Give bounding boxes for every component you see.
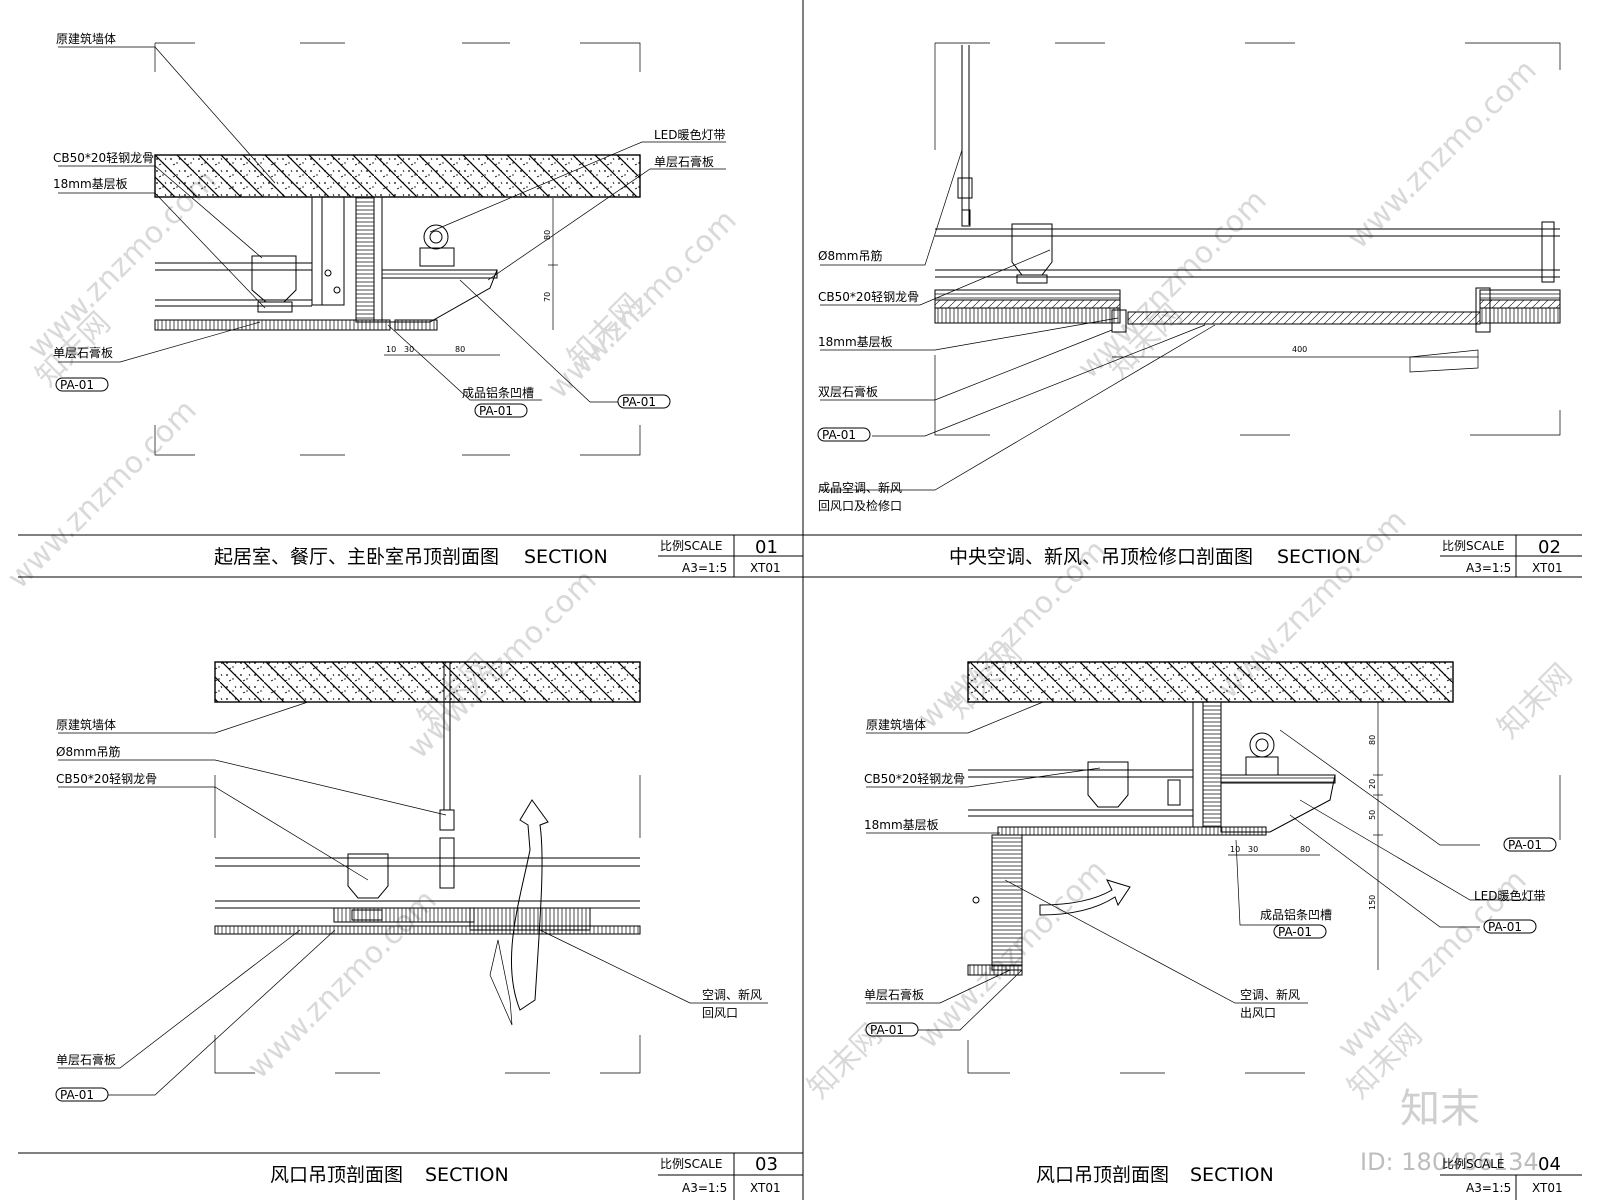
watermark-site: www.znzmo.com: [541, 203, 744, 406]
title-block-3: 风口吊顶剖面图 SECTION 比例SCALE A3=1:5 03 XT01: [270, 1154, 781, 1195]
panel-4-sheet: XT01: [1532, 1181, 1563, 1195]
dim-p2-a: 400: [1292, 345, 1307, 354]
dim-p1-d: 30: [404, 345, 414, 354]
panel-3-section: SECTION: [425, 1164, 509, 1186]
panel-2-number: 02: [1538, 537, 1561, 558]
panel-1-title: 起居室、餐厅、主卧室吊顶剖面图: [214, 546, 499, 568]
panel-2-section: SECTION: [1277, 546, 1361, 568]
dim-p1-e: 80: [455, 345, 465, 354]
p4-label-keel: CB50*20轻钢龙骨: [864, 772, 965, 786]
p1-label-gypsum: 单层石膏板: [53, 345, 113, 360]
p1-tag-1: PA-01: [60, 378, 94, 392]
panel-4-scale: A3=1:5: [1466, 1181, 1511, 1195]
p2-tag-1: PA-01: [822, 428, 856, 442]
panel-3-drawing: 原建筑墙体 Ø8mm吊筋 CB50*20轻钢龙骨 单层石膏板 PA-01 空调、…: [55, 661, 768, 1102]
p4-label-ac-2: 出风口: [1240, 1006, 1276, 1020]
dim-p4-g: 80: [1300, 845, 1310, 854]
dim-p4-e: 10: [1230, 845, 1240, 854]
watermark-site: www.znzmo.com: [1, 393, 204, 596]
panel-3-number: 03: [755, 1154, 778, 1175]
panel-3-title: 风口吊顶剖面图: [270, 1164, 403, 1186]
p1-label-gypsum-r: 单层石膏板: [654, 154, 714, 169]
p4-label-wall: 原建筑墙体: [866, 717, 926, 732]
p1-label-groove: 成品铝条凹槽: [462, 385, 534, 400]
panel-4-section: SECTION: [1190, 1164, 1274, 1186]
watermark-site: www.znzmo.com: [1071, 183, 1274, 386]
p1-tag-3: PA-01: [622, 395, 656, 409]
title-block-4: 风口吊顶剖面图 SECTION 比例SCALE A3=1:5 04 XT01: [1036, 1154, 1563, 1195]
dim-p4-f: 30: [1248, 845, 1258, 854]
panel-1-number: 01: [755, 537, 778, 558]
p1-label-wall: 原建筑墙体: [56, 31, 116, 46]
p4-tag-3: PA-01: [1508, 838, 1542, 852]
p3-label-ac-1: 空调、新风: [702, 987, 762, 1002]
p2-label-ac-1: 成品空调、新风: [818, 480, 902, 495]
watermark-id: ID: 180486134: [1360, 1148, 1539, 1176]
dim-p4-a: 80: [1368, 735, 1377, 745]
p2-label-ac-2: 回风口及检修口: [818, 498, 902, 513]
panel-3-scale-label: 比例SCALE: [660, 1157, 722, 1171]
p1-label-led: LED暖色灯带: [654, 128, 726, 142]
p2-label-rod: Ø8mm吊筋: [818, 248, 882, 263]
panel-2-title: 中央空调、新风、吊顶检修口剖面图: [949, 546, 1253, 568]
panel-4-scale-label: 比例SCALE: [1442, 1157, 1504, 1171]
panel-3-scale: A3=1:5: [682, 1181, 727, 1195]
p4-label-gypsum: 单层石膏板: [864, 987, 924, 1002]
panel-3-sheet: XT01: [750, 1181, 781, 1195]
p3-label-wall: 原建筑墙体: [56, 717, 116, 732]
p4-label-ac-1: 空调、新风: [1240, 987, 1300, 1002]
p3-label-rod: Ø8mm吊筋: [56, 744, 120, 759]
p1-label-keel: CB50*20轻钢龙骨: [53, 151, 154, 165]
panel-4-title: 风口吊顶剖面图: [1036, 1164, 1169, 1186]
dim-p4-b: 20: [1368, 779, 1377, 789]
dim-p1-c: 10: [386, 345, 396, 354]
dim-p1-b: 70: [543, 292, 552, 302]
panel-1-scale: A3=1:5: [682, 561, 727, 575]
p4-tag-2: PA-01: [1278, 925, 1312, 939]
watermark-brand: 知末网: [1491, 657, 1579, 745]
p4-label-board: 18mm基层板: [864, 818, 939, 832]
p3-label-gypsum: 单层石膏板: [56, 1052, 116, 1067]
p2-label-keel: CB50*20轻钢龙骨: [818, 290, 919, 304]
panel-2-scale-label: 比例SCALE: [1442, 539, 1504, 553]
p4-tag-1: PA-01: [870, 1023, 904, 1037]
panel-4-drawing: 80 20 50 150 10 30 80 原建筑墙体 CB50*20轻钢龙骨 …: [864, 661, 1561, 1074]
sheet-frame: [18, 0, 1582, 1200]
p2-label-board: 18mm基层板: [818, 335, 893, 349]
p1-tag-2: PA-01: [479, 404, 513, 418]
watermark-site: www.znzmo.com: [1341, 53, 1544, 256]
p3-label-keel: CB50*20轻钢龙骨: [56, 772, 157, 786]
panel-1-drawing: 80 70 10 30 80 原建筑墙体 CB50*20轻钢龙骨 18mm基层板…: [53, 31, 726, 456]
p4-label-groove: 成品铝条凹槽: [1260, 907, 1332, 922]
panel-4-number: 04: [1538, 1154, 1561, 1175]
p4-tag-4: PA-01: [1488, 920, 1522, 934]
dim-p4-d: 150: [1368, 895, 1377, 910]
panel-2-scale: A3=1:5: [1466, 561, 1511, 575]
title-block-2: 中央空调、新风、吊顶检修口剖面图 SECTION 比例SCALE A3=1:5 …: [949, 537, 1563, 575]
panel-2-sheet: XT01: [1532, 561, 1563, 575]
p3-label-ac-2: 回风口: [702, 1006, 738, 1020]
p1-label-board: 18mm基层板: [53, 177, 128, 191]
dim-p1-a: 80: [543, 230, 552, 240]
watermarks: www.znzmo.com www.znzmo.com www.znzmo.co…: [1, 53, 1579, 1176]
panel-2-drawing: 400 Ø8mm吊筋 CB50*20轻钢龙骨 18mm基层板 双层石膏板 PA-…: [817, 42, 1561, 513]
title-block-1: 起居室、餐厅、主卧室吊顶剖面图 SECTION 比例SCALE A3=1:5 0…: [214, 537, 781, 575]
panel-1-sheet: XT01: [750, 561, 781, 575]
panel-1-section: SECTION: [524, 546, 608, 568]
p2-label-gypsum: 双层石膏板: [818, 384, 878, 399]
p3-tag-1: PA-01: [60, 1088, 94, 1102]
dim-p4-c: 50: [1368, 810, 1377, 820]
panel-1-scale-label: 比例SCALE: [660, 539, 722, 553]
p4-label-led: LED暖色灯带: [1474, 889, 1546, 903]
watermark-logo: 知末: [1400, 1086, 1480, 1132]
